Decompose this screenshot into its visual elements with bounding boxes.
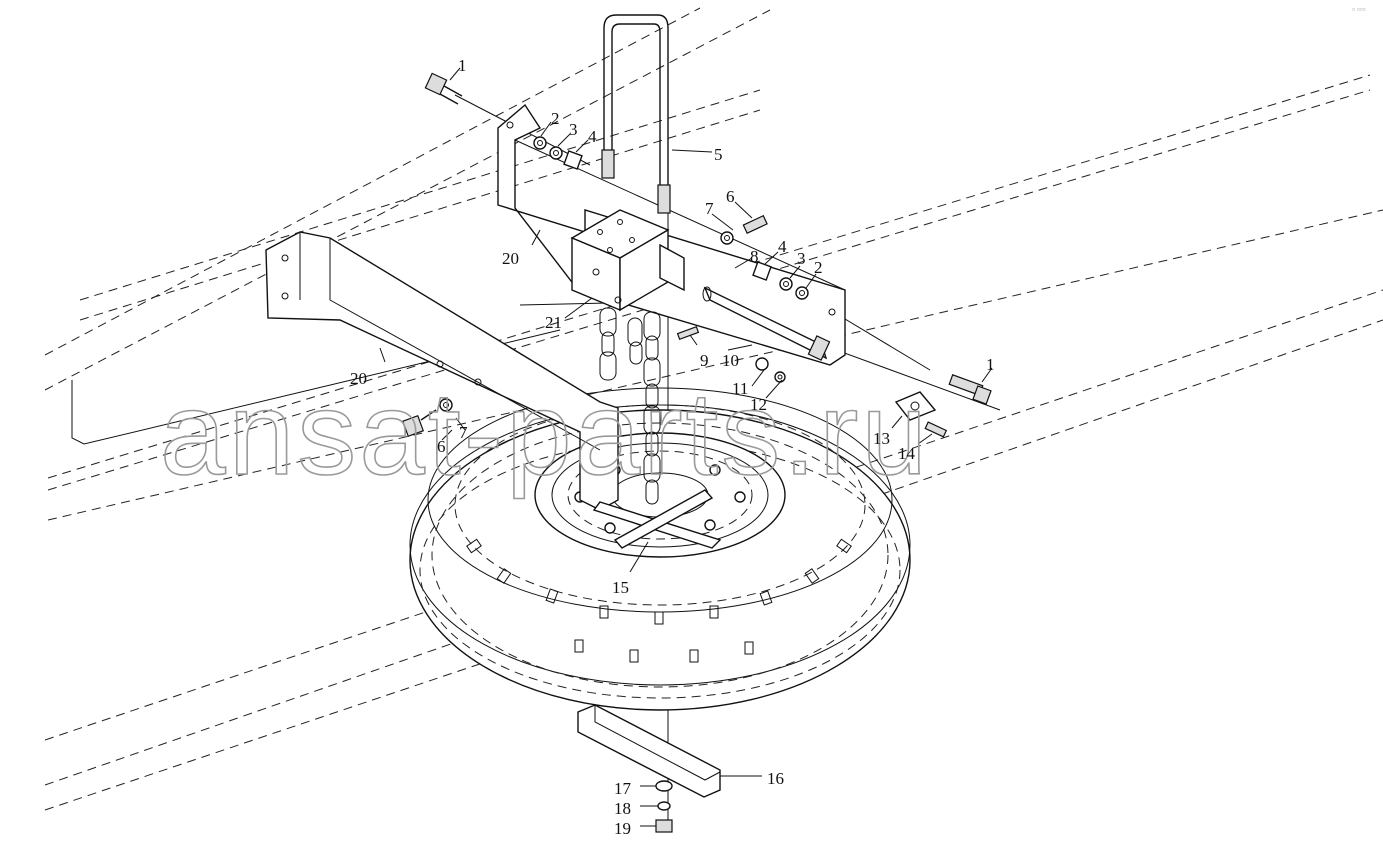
spare-tire — [409, 387, 911, 711]
corner-mark: ▫ ▫▫▫ — [1352, 5, 1366, 14]
part-label: 1 — [986, 355, 995, 374]
part-label: 1 — [458, 56, 467, 75]
part-label: 6 — [726, 187, 735, 206]
label-leaders — [379, 67, 993, 827]
hardware — [401, 72, 992, 833]
part-label: 5 — [714, 145, 723, 164]
part-labels: 1 2 3 4 5 7 6 8 4 3 2 20 21 9 10 1 20 11… — [350, 56, 995, 838]
winch-block — [570, 209, 685, 312]
part-label: 17 — [614, 779, 632, 798]
part-label: 20 — [350, 369, 367, 388]
chain — [599, 307, 661, 505]
part-label: 21 — [545, 313, 562, 332]
watermark-text: ansat-parts.ru — [160, 368, 930, 500]
part-label: 7 — [459, 423, 468, 442]
part-label: 20 — [502, 249, 519, 268]
part-label: 4 — [778, 237, 787, 256]
part-label: 18 — [614, 799, 631, 818]
part-label: 4 — [588, 127, 597, 146]
part-label: 10 — [722, 351, 739, 370]
part-label: 13 — [873, 429, 890, 448]
part-label: 15 — [612, 578, 629, 597]
part-label: 2 — [814, 258, 823, 277]
part-label: 2 — [551, 109, 560, 128]
part-label: 3 — [797, 249, 806, 268]
part-label: 7 — [705, 199, 714, 218]
u-bolt — [601, 14, 671, 214]
part-label: 9 — [700, 351, 709, 370]
bolt-1-top — [424, 72, 463, 105]
part-label: 19 — [614, 819, 631, 838]
part-label: 14 — [898, 444, 916, 463]
part-label: 16 — [767, 769, 784, 788]
part-label: 11 — [732, 379, 748, 398]
part-label: 6 — [437, 437, 446, 456]
part-label: 12 — [750, 395, 767, 414]
shaft — [702, 286, 831, 361]
part-label: 8 — [750, 247, 759, 266]
part-label: 3 — [569, 120, 578, 139]
channel-bracket — [577, 704, 721, 798]
cross-plate — [592, 489, 722, 549]
